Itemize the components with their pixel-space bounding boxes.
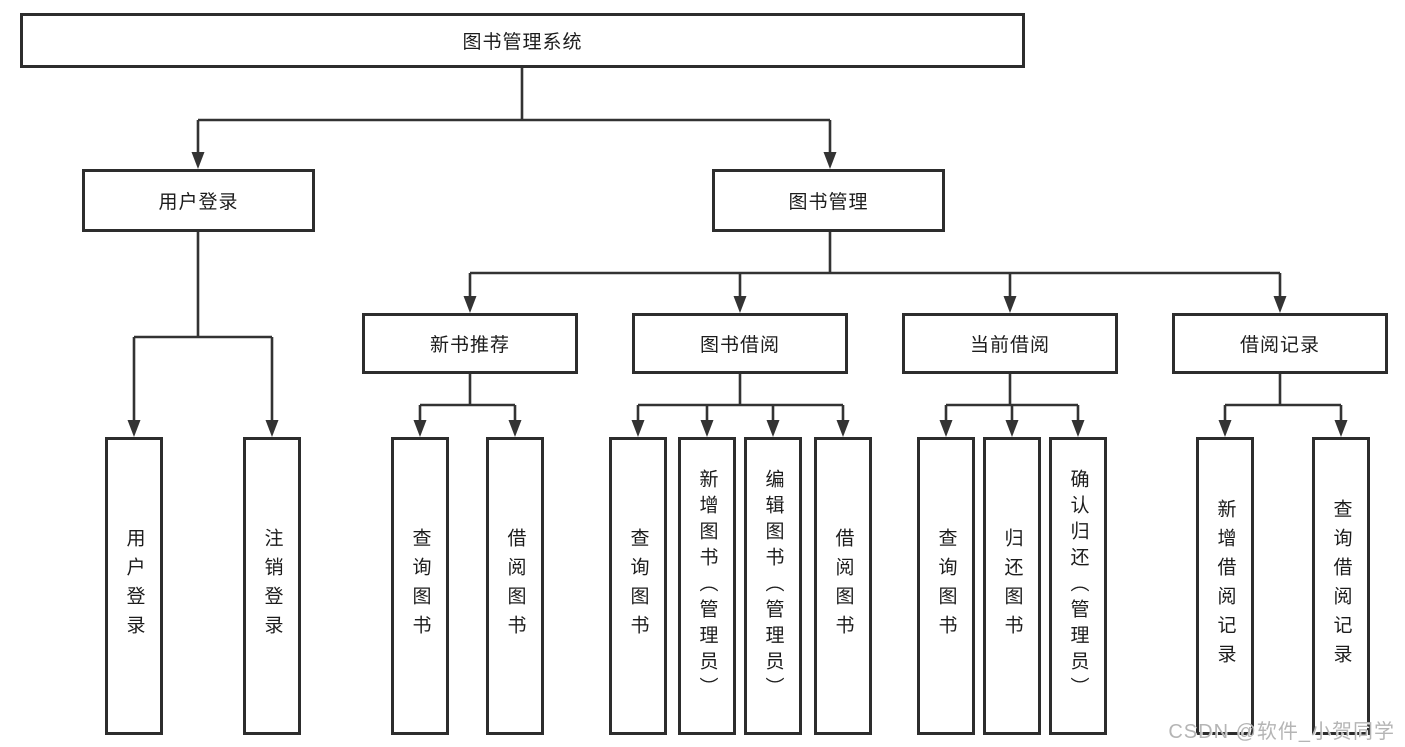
- arrow-icon: [1334, 420, 1348, 437]
- leaf-records-add-record: 新增借阅记录: [1196, 437, 1254, 735]
- arrow-icon: [1273, 296, 1287, 313]
- node-current-borrow: 当前借阅: [902, 313, 1118, 374]
- arrow-icon: [631, 420, 645, 437]
- leaf-borrow-edit-books-admin: 编辑图书（管理员）: [744, 437, 802, 735]
- arrow-icon: [463, 296, 477, 313]
- leaf-current-return-books: 归还图书: [983, 437, 1041, 735]
- leaf-newrec-borrow-books-label: 借阅图书: [504, 528, 526, 644]
- leaf-borrow-borrow-books: 借阅图书: [814, 437, 872, 735]
- arrow-icon: [1071, 420, 1085, 437]
- arrowheads: [127, 152, 1348, 437]
- arrow-icon: [733, 296, 747, 313]
- node-borrow-records: 借阅记录: [1172, 313, 1388, 374]
- arrow-icon: [1003, 296, 1017, 313]
- arrow-icon: [191, 152, 205, 169]
- node-book-borrow: 图书借阅: [632, 313, 848, 374]
- node-new-book-recommend-label: 新书推荐: [429, 335, 510, 356]
- connector-bookmgmt-to-level3: [468, 230, 1282, 298]
- node-root-system: 图书管理系统: [20, 13, 1025, 68]
- leaf-current-query-books: 查询图书: [917, 437, 975, 735]
- leaf-newrec-query-books: 查询图书: [391, 437, 449, 735]
- node-current-borrow-label: 当前借阅: [969, 335, 1050, 356]
- leaf-borrow-add-books-admin-label: 新增图书（管理员）: [696, 469, 718, 703]
- node-book-management: 图书管理: [712, 169, 945, 232]
- node-user-login: 用户登录: [82, 169, 315, 232]
- leaf-records-add-record-label: 新增借阅记录: [1214, 499, 1236, 673]
- connector-newbookrec-to-leaves: [418, 372, 517, 422]
- connector-userlogin-to-leaves: [132, 230, 274, 422]
- arrow-icon: [508, 420, 522, 437]
- node-new-book-recommend: 新书推荐: [362, 313, 578, 374]
- leaf-newrec-borrow-books: 借阅图书: [486, 437, 544, 735]
- leaf-newrec-query-books-label: 查询图书: [409, 528, 431, 644]
- node-root-label: 图书管理系统: [462, 32, 583, 53]
- arrow-icon: [1218, 420, 1232, 437]
- arrow-icon: [823, 152, 837, 169]
- node-book-management-label: 图书管理: [788, 192, 869, 213]
- leaf-logout: 注销登录: [243, 437, 301, 735]
- leaf-user-login-label: 用户登录: [123, 528, 145, 644]
- arrow-icon: [939, 420, 953, 437]
- leaf-user-login: 用户登录: [105, 437, 163, 735]
- leaf-borrow-add-books-admin: 新增图书（管理员）: [678, 437, 736, 735]
- connector-root-to-level2: [196, 66, 832, 154]
- leaf-current-confirm-return-admin-label: 确认归还（管理员）: [1067, 469, 1089, 703]
- leaf-current-query-books-label: 查询图书: [935, 528, 957, 644]
- node-book-borrow-label: 图书借阅: [699, 335, 780, 356]
- connector-currentborrow-to-leaves: [944, 372, 1080, 422]
- leaf-borrow-borrow-books-label: 借阅图书: [832, 528, 854, 644]
- node-borrow-records-label: 借阅记录: [1239, 335, 1320, 356]
- csdn-watermark: CSDN @软件_小贺同学: [1168, 721, 1395, 743]
- arrow-icon: [836, 420, 850, 437]
- leaf-borrow-query-books-label: 查询图书: [627, 528, 649, 644]
- arrow-icon: [766, 420, 780, 437]
- arrow-icon: [265, 420, 279, 437]
- arrow-icon: [1005, 420, 1019, 437]
- leaf-current-return-books-label: 归还图书: [1001, 528, 1023, 644]
- leaf-records-query-record-label: 查询借阅记录: [1330, 499, 1352, 673]
- node-user-login-label: 用户登录: [158, 192, 239, 213]
- arrow-icon: [127, 420, 141, 437]
- leaf-borrow-query-books: 查询图书: [609, 437, 667, 735]
- leaf-logout-label: 注销登录: [261, 528, 283, 644]
- arrow-icon: [700, 420, 714, 437]
- leaf-current-confirm-return-admin: 确认归还（管理员）: [1049, 437, 1107, 735]
- leaf-records-query-record: 查询借阅记录: [1312, 437, 1370, 735]
- arrow-icon: [413, 420, 427, 437]
- connector-bookborrow-to-leaves: [636, 372, 845, 422]
- leaf-borrow-edit-books-admin-label: 编辑图书（管理员）: [762, 469, 784, 703]
- connector-borrowrecords-to-leaves: [1223, 372, 1343, 422]
